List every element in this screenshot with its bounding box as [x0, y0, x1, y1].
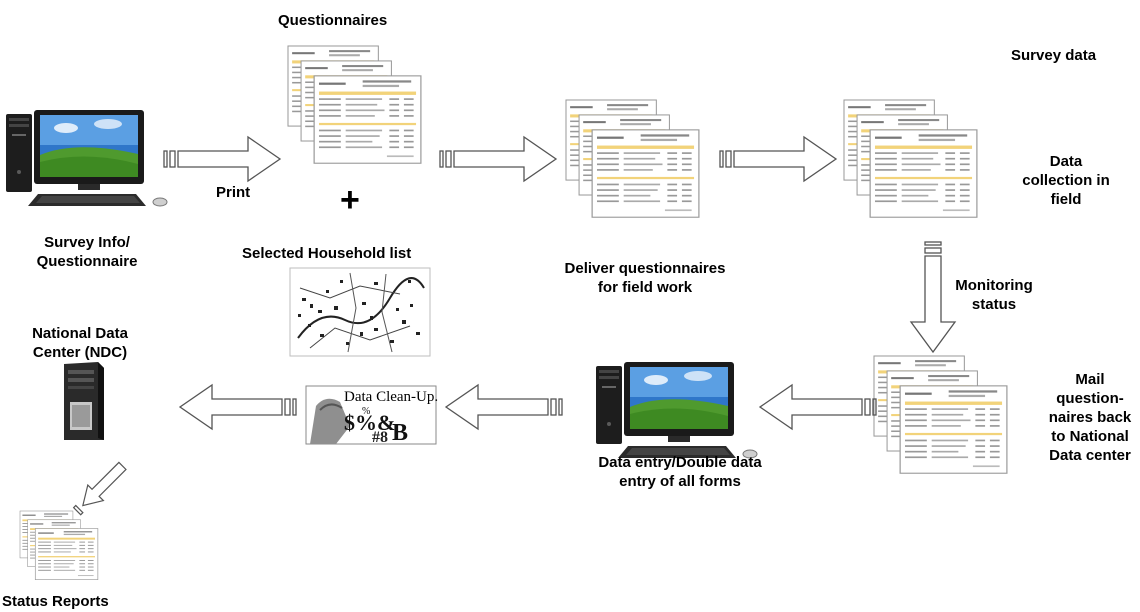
field-document-stack-icon: [844, 100, 984, 240]
delivered-document-stack-icon: [566, 100, 706, 240]
ndc-arrow-icon: [179, 384, 297, 430]
questionnaires-document-stack-icon: [288, 46, 428, 186]
print-label: Print: [216, 184, 251, 201]
national-data-center-label: National Data Center (NDC): [32, 325, 128, 361]
report-arrow-icon: [72, 461, 127, 516]
deliver-arrow-icon: [439, 136, 557, 182]
monitoring-arrow-icon: [909, 241, 957, 354]
desktop-computer-icon: [5, 109, 168, 207]
mail-questionnaires-label: Mail question- naires back to National D…: [1048, 371, 1132, 464]
selected-household-label: Selected Household list: [242, 245, 412, 262]
svg-text:B: B: [392, 420, 408, 446]
svg-text:%: %: [362, 406, 370, 417]
field-arrow-icon: [719, 136, 837, 182]
svg-text:#8: #8: [372, 429, 388, 446]
questionnaires-label: Questionnaires: [278, 12, 388, 29]
svg-text:$%&: $%&: [344, 410, 395, 435]
data-entry-computer-icon: [595, 361, 758, 459]
data-entry-label: Data entry/Double data entry of all form…: [598, 454, 762, 490]
plus-sign: +: [340, 181, 360, 219]
return-arrow-icon: [759, 384, 877, 430]
mailed-document-stack-icon: [874, 356, 1014, 468]
cleanup-arrow-icon: [445, 384, 563, 430]
data-cleanup-image: $%& B #8 % Data Clean-Up.: [305, 385, 438, 446]
deliver-questionnaires-label: Deliver questionnaires for field work: [564, 260, 726, 296]
data-collection-label: Data collection in field: [1022, 153, 1110, 208]
data-cleanup-title: Data Clean-Up.: [344, 389, 438, 405]
server-tower-icon: [64, 362, 104, 440]
monitoring-status-label: Monitoring status: [955, 277, 1033, 313]
survey-info-label: Survey Info/ Questionnaire: [36, 234, 138, 270]
survey-data-label: Survey data: [1011, 47, 1097, 64]
status-reports-document-stack-icon: [20, 510, 102, 594]
print-arrow-icon: [163, 136, 281, 182]
status-reports-label: Status Reports: [2, 593, 109, 610]
household-map-icon: [289, 267, 431, 357]
